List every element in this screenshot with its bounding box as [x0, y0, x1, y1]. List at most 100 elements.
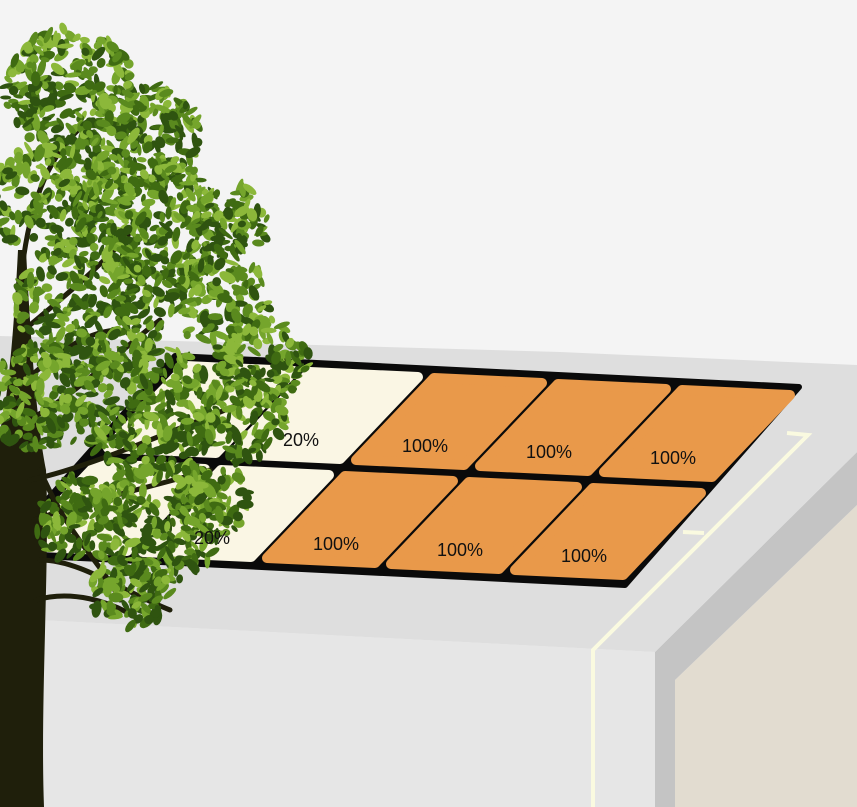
tree-leaf [242, 183, 257, 195]
tree-leaf [39, 109, 46, 118]
tree-leaf [121, 89, 136, 99]
tree-leaf [246, 208, 258, 222]
tree-leaf [34, 144, 45, 162]
tree-leaf [54, 548, 67, 563]
tree-leaf [99, 374, 104, 383]
tree-leaf [169, 461, 175, 474]
tree-leaf [222, 404, 239, 413]
tree-leaf [268, 315, 276, 324]
tree-leaf [252, 239, 265, 247]
tree-leaf [148, 174, 156, 183]
tree-leaf [236, 389, 245, 396]
tree-leaf [54, 352, 72, 359]
tree-leaf [231, 525, 238, 532]
tree-leaf [155, 390, 167, 403]
tree-leaf [157, 236, 168, 246]
tree-leaf [18, 268, 35, 280]
tree-leaf [99, 559, 105, 576]
tree-leaf [289, 351, 302, 366]
tree-leaf [144, 404, 151, 414]
tree-leaf [236, 344, 246, 355]
tree-leaf [89, 242, 99, 252]
tree-leaf [9, 211, 16, 221]
tree-leaf [59, 168, 72, 179]
tree-leaf [181, 554, 193, 561]
tree-leaf [45, 336, 57, 346]
tree-leaf [189, 460, 200, 476]
panel-cell [510, 483, 706, 580]
panel-output-label: 100% [313, 534, 359, 554]
tree-leaf [122, 438, 133, 450]
tree-leaf [25, 372, 39, 387]
tree-leaf [13, 94, 24, 99]
tree-leaf [216, 492, 228, 500]
tree-leaf [127, 127, 140, 144]
tree-leaf [243, 198, 251, 212]
tree-leaf [231, 457, 246, 465]
tree-leaf [135, 299, 146, 310]
tree-leaf [151, 286, 165, 297]
tree-leaf [85, 169, 97, 181]
tree-leaf [13, 378, 23, 387]
tree-leaf [106, 581, 121, 593]
tree-leaf [161, 279, 173, 289]
tree-leaf [131, 508, 143, 515]
tree-leaf [164, 346, 178, 353]
tree-leaf [94, 319, 104, 335]
tree-leaf [39, 500, 52, 514]
tree-leaf [192, 363, 202, 373]
tree-leaf [266, 369, 275, 378]
tree-leaf [104, 206, 116, 216]
tree-leaf [123, 182, 135, 196]
tree-leaf [29, 96, 42, 107]
tree-leaf [35, 378, 45, 396]
tree-leaf [219, 217, 228, 230]
tree-leaf [169, 197, 177, 211]
tree-leaf [249, 410, 259, 426]
tree-leaf [68, 471, 78, 487]
tree-leaf [188, 287, 196, 299]
tree-leaf [79, 250, 89, 257]
tree-leaf [84, 79, 95, 90]
tree-leaf [113, 496, 123, 507]
tree-leaf [300, 365, 310, 373]
tree-leaf [16, 390, 32, 400]
tree-leaf [278, 387, 288, 393]
tree-leaf [195, 333, 212, 344]
tree-leaf [152, 108, 159, 117]
tree-leaf [262, 436, 273, 451]
tree-leaf [130, 140, 139, 149]
tree-leaf [59, 526, 69, 535]
tree-leaf [115, 295, 127, 302]
tree-leaf [235, 293, 245, 303]
tree-leaf [275, 362, 282, 375]
tree-leaf [160, 113, 169, 128]
tree-leaf [133, 413, 143, 419]
tree-leaf [101, 540, 108, 552]
tree-leaf [147, 157, 159, 169]
tree-leaf [199, 365, 209, 383]
tree-leaf [179, 200, 190, 215]
tree-leaf [172, 474, 185, 484]
tree-leaf [166, 400, 172, 413]
tree-leaf [180, 528, 191, 542]
tree-leaf [30, 191, 42, 201]
tree-leaf [37, 59, 47, 77]
tree-leaf [142, 289, 152, 298]
tree-leaf [148, 234, 158, 244]
tree-leaf [86, 403, 95, 418]
tree-leaf [59, 373, 71, 388]
tree-leaf [128, 176, 139, 187]
tree-leaf [87, 294, 98, 308]
tree-leaf [131, 327, 141, 334]
tree-leaf [261, 393, 269, 406]
tree-leaf [175, 502, 182, 511]
panel-output-label: 20% [283, 430, 319, 450]
tree-leaf [180, 297, 198, 305]
tree-leaf [95, 404, 110, 416]
tree-leaf [176, 192, 184, 202]
tree-leaf [160, 376, 167, 385]
tree-leaf [234, 239, 246, 255]
tree-leaf [113, 84, 118, 96]
tree-leaf [207, 313, 223, 321]
